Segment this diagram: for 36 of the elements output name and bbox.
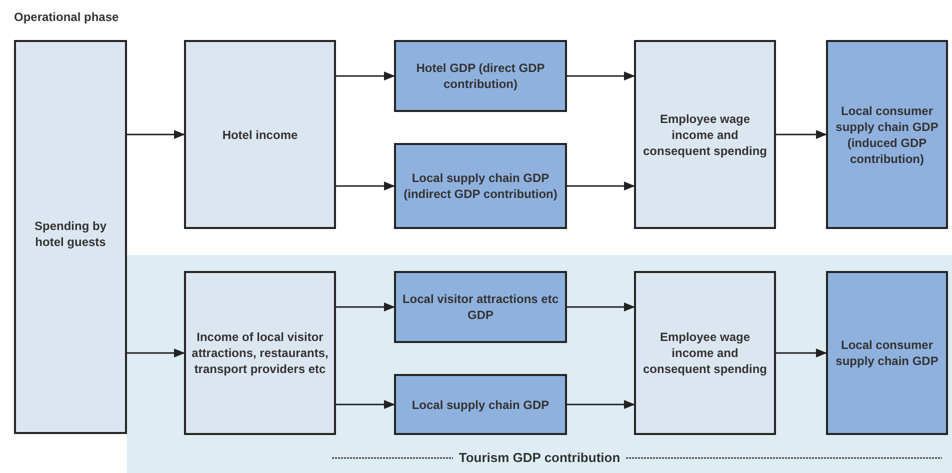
node-label: Local supply chain GDP (indirect GDP contribution) [402, 170, 558, 202]
shaded-band [127, 255, 952, 473]
arrow [776, 348, 828, 358]
process-box [184, 40, 336, 229]
result-box [826, 40, 948, 229]
node-label: Hotel income [221, 126, 299, 142]
arrow [127, 348, 186, 358]
arrow [336, 400, 396, 409]
result-box [394, 374, 567, 435]
node-label: Local supply chain GDP [410, 396, 550, 412]
arrow [336, 302, 396, 312]
result-box [394, 271, 567, 343]
result-box [394, 143, 567, 229]
result-box [826, 271, 948, 435]
node-label: Spending by hotel guests [34, 218, 108, 250]
arrow [336, 182, 396, 190]
node-label: Income of local visitor attractions, restaurants, transport providers etc [190, 329, 330, 377]
diagram-title: Operational phase [14, 10, 119, 24]
process-box [634, 40, 776, 229]
arrow [127, 130, 186, 139]
arrow [776, 130, 828, 139]
process-box [634, 271, 776, 435]
arrow [567, 72, 636, 80]
arrow [336, 72, 396, 80]
process-box [184, 271, 336, 435]
node-label: Local consumer supply chain GDP (induced GDP contribution) [834, 102, 940, 166]
arrow [567, 400, 636, 409]
node-label: Employee wage income and consequent spending [642, 110, 768, 158]
node-label: Local consumer supply chain GDP [834, 337, 940, 369]
result-box [394, 40, 567, 112]
process-box [14, 40, 127, 434]
node-label: Employee wage income and consequent spending [642, 329, 768, 377]
arrow [567, 182, 636, 190]
arrow [567, 302, 636, 312]
node-label: Hotel GDP (direct GDP contribution) [415, 60, 546, 92]
node-label: Local visitor attractions etc GDP [401, 291, 560, 323]
